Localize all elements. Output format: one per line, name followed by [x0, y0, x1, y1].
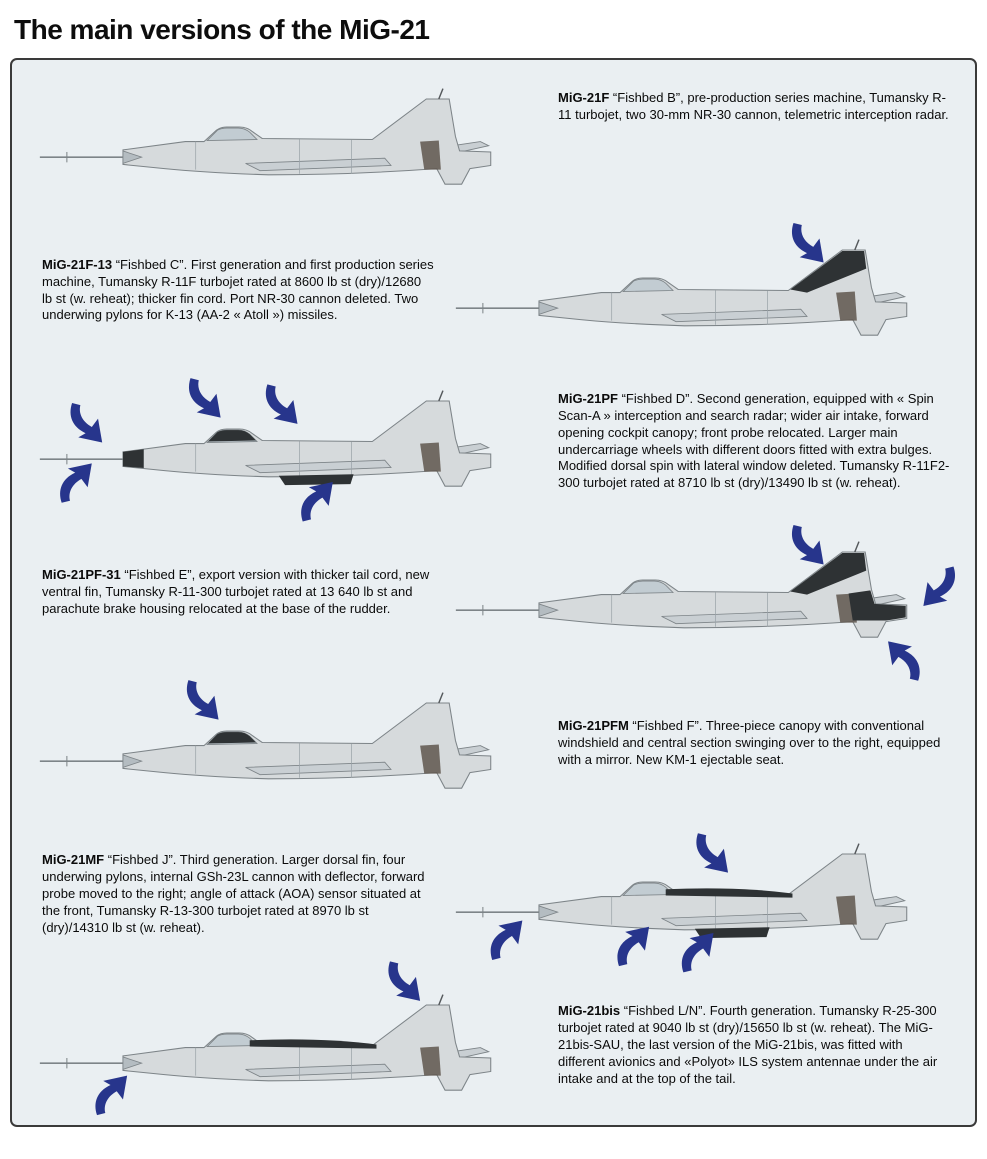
variant-row-mig-21f-13: MiG-21F-13 “Fishbed C”. First generation… — [24, 215, 963, 366]
variant-name: MiG-21PFM — [558, 718, 629, 734]
variant-name: MiG-21PF — [558, 390, 618, 406]
variant-text: “Fishbed C”. First generation and first … — [42, 256, 434, 323]
annotation-arrow-icon — [70, 403, 103, 443]
variant-text: “Fishbed E”, export version with thicker… — [42, 567, 430, 616]
variant-row-mig-21bis: MiG-21bis “Fishbed L/N”. Fourth generati… — [24, 961, 963, 1121]
variant-name: MiG-21MF — [42, 852, 105, 868]
annotation-arrow-icon — [617, 926, 650, 967]
aircraft-profile-mig-21pf-31 — [440, 518, 960, 681]
annotation-arrow-icon — [301, 482, 333, 522]
aircraft-profile-mig-21f-13 — [440, 216, 960, 365]
variant-description: MiG-21PF-31 “Fishbed E”, export version … — [42, 567, 434, 618]
variant-name: MiG-21bis — [558, 1003, 621, 1019]
variant-text: “Fishbed B”, pre-production series machi… — [558, 90, 949, 122]
variant-row-mig-21f: MiG-21F “Fishbed B”, pre-production seri… — [24, 64, 963, 215]
annotation-arrow-icon — [388, 961, 421, 1001]
annotation-arrow-icon — [95, 1075, 128, 1116]
variant-row-mig-21mf: MiG-21MF “Fishbed J”. Third generation. … — [24, 819, 963, 973]
variant-row-mig-21pfm: MiG-21PFM “Fishbed F”. Three-piece canop… — [24, 668, 963, 819]
annotation-arrow-icon — [681, 932, 714, 973]
variant-description: MiG-21F “Fishbed B”, pre-production seri… — [558, 90, 950, 124]
annotation-arrow-icon — [888, 641, 920, 681]
annotation-arrow-icon — [923, 566, 956, 607]
annotation-arrow-icon — [265, 384, 298, 424]
variant-text: “Fishbed L/N”. Fourth generation. Tumans… — [558, 1003, 938, 1086]
aircraft-illustration-icon — [39, 961, 492, 1116]
aircraft-profile-mig-21f — [24, 65, 544, 214]
aircraft-profile-mig-21mf — [440, 820, 960, 973]
variant-description: MiG-21F-13 “Fishbed C”. First generation… — [42, 257, 434, 325]
variant-row-mig-21pf: MiG-21PF “Fishbed D”. Second generation,… — [24, 366, 963, 522]
variant-row-mig-21pf-31: MiG-21PF-31 “Fishbed E”, export version … — [24, 517, 963, 681]
variant-description: MiG-21PFM “Fishbed F”. Three-piece canop… — [558, 718, 950, 769]
variant-name: MiG-21PF-31 — [42, 567, 121, 583]
annotation-arrow-icon — [696, 833, 729, 873]
variant-description: MiG-21bis “Fishbed L/N”. Fourth generati… — [558, 1003, 950, 1087]
diagram-panel: MiG-21F “Fishbed B”, pre-production seri… — [10, 58, 977, 1127]
annotation-arrow-icon — [791, 222, 824, 263]
annotation-arrow-icon — [791, 524, 824, 565]
annotation-arrow-icon — [188, 378, 221, 418]
variant-name: MiG-21F-13 — [42, 256, 113, 272]
variant-description: MiG-21PF “Fishbed D”. Second generation,… — [558, 391, 950, 492]
annotation-arrow-icon — [186, 680, 219, 720]
aircraft-profile-mig-21pf — [24, 367, 544, 522]
variant-text: “Fishbed F”. Three-piece canopy with con… — [558, 718, 941, 767]
annotation-arrow-icon — [60, 463, 92, 503]
variant-name: MiG-21F — [558, 90, 610, 105]
variant-description: MiG-21MF “Fishbed J”. Third generation. … — [42, 852, 434, 936]
aircraft-profile-mig-21pfm — [24, 669, 544, 818]
aircraft-profile-mig-21bis — [24, 961, 544, 1120]
variant-text: “Fishbed J”. Third generation. Larger do… — [42, 852, 425, 935]
variant-text: “Fishbed D”. Second generation, equipped… — [558, 390, 950, 491]
page-title: The main versions of the MiG-21 — [14, 14, 430, 45]
